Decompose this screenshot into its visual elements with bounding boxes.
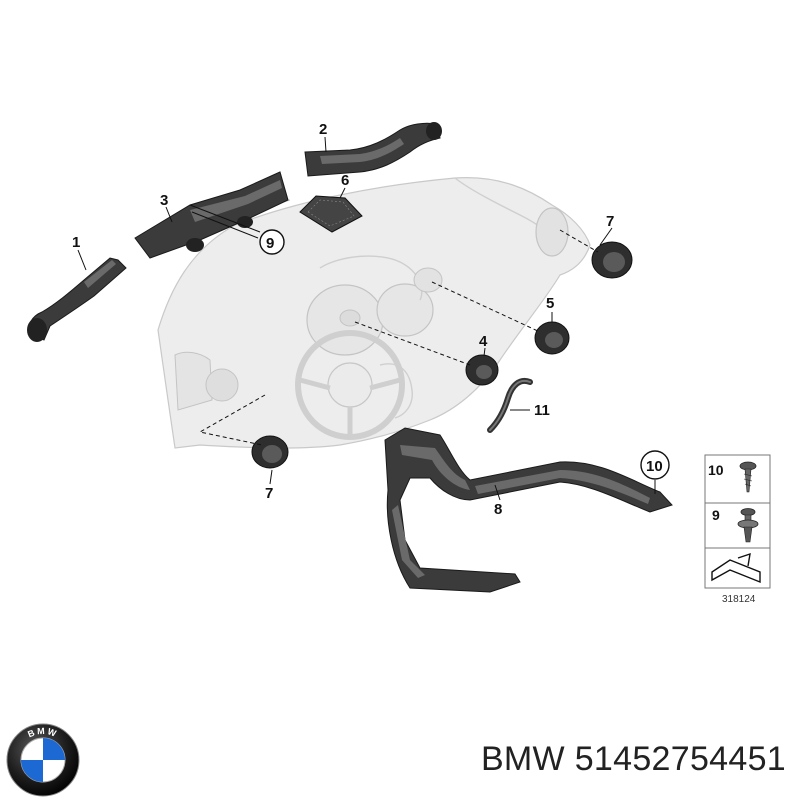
leader-lines — [77, 136, 656, 501]
svg-text:9: 9 — [266, 235, 274, 252]
callout-4: 4 — [479, 333, 488, 350]
part-1-left-air-duct — [27, 257, 127, 342]
callout-labels: 1 2 3 6 7 5 4 11 8 7 — [72, 121, 614, 518]
legend-row-9 — [704, 502, 771, 549]
screw-icon — [739, 461, 757, 493]
bolt-icon — [737, 508, 759, 543]
part-5-centre-vent — [534, 321, 570, 355]
fastener-legend: 10 9 318124 — [704, 454, 771, 605]
svg-text:BMW: BMW — [26, 726, 59, 740]
part-3-central-air-duct — [134, 171, 289, 259]
bracket-arrow-icon — [711, 552, 761, 584]
part-7-round-vent-left — [251, 435, 289, 469]
part-number-caption: BMW 51452754451 — [481, 740, 786, 779]
logo-text: BMW — [26, 726, 57, 740]
legend-label-9: 9 — [712, 507, 720, 523]
callout-10-circled: 10 — [640, 450, 670, 480]
bmw-logo: BMW — [6, 723, 80, 797]
legend-row-10 — [704, 454, 771, 504]
callout-7-left: 7 — [265, 485, 273, 502]
part-8-floor-air-duct — [384, 427, 673, 593]
callout-6: 6 — [341, 172, 349, 189]
part-11-hose — [487, 377, 533, 433]
part-4-centre-vent — [465, 354, 499, 386]
callout-9-circled: 9 — [259, 229, 285, 255]
part-number: 51452754451 — [574, 740, 786, 778]
legend-label-10: 10 — [708, 462, 724, 478]
callout-8: 8 — [494, 501, 502, 518]
legend-code: 318124 — [722, 594, 756, 605]
brand-name: BMW — [480, 740, 565, 778]
callout-3: 3 — [160, 192, 168, 209]
callout-1: 1 — [72, 234, 80, 251]
callout-7-right: 7 — [606, 213, 614, 230]
part-2-upper-air-duct — [304, 122, 442, 177]
part-7-round-vent-right — [591, 241, 633, 279]
callout-11: 11 — [534, 402, 550, 419]
svg-text:10: 10 — [646, 458, 663, 475]
callout-5: 5 — [546, 295, 554, 312]
part-6-grille — [299, 195, 363, 233]
callout-2: 2 — [319, 121, 327, 138]
